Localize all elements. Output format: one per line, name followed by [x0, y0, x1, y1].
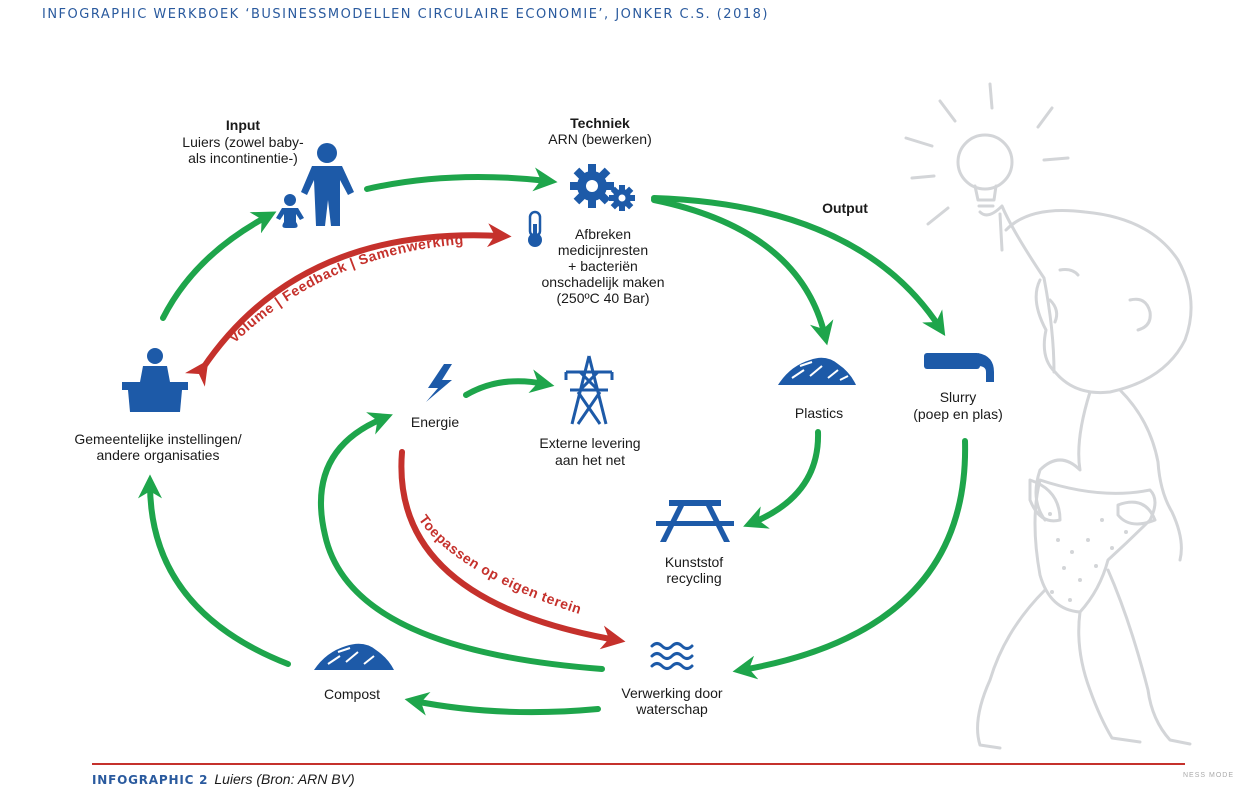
arrow-compost-to-gemeente	[138, 474, 291, 667]
output-title: Output	[822, 200, 868, 216]
techniek-line1: ARN (bewerken)	[548, 131, 651, 147]
input-line1: Luiers (zowel baby-	[182, 134, 304, 150]
pipe-icon	[924, 353, 994, 382]
water-waves-icon	[650, 642, 694, 670]
lightning-icon	[426, 364, 452, 402]
input-title: Input	[226, 117, 261, 133]
energie-label: Energie	[411, 414, 459, 430]
power-tower-icon	[564, 355, 614, 425]
arrow-energie-to-externe	[463, 369, 555, 398]
gear-icon	[570, 164, 635, 211]
arrow-techniek-to-slurry	[651, 195, 946, 337]
footer-divider	[92, 763, 1185, 765]
externe-line1: Externe levering	[539, 435, 640, 451]
arrow-gemeente-to-input	[160, 211, 277, 321]
corner-stamp: NESS MODE	[1183, 772, 1235, 779]
kunststof-line2: recycling	[666, 570, 721, 586]
feedback-label: Volume | Feedback | Samenwerking	[226, 231, 464, 346]
gemeente-line2: andere organisaties	[97, 447, 220, 463]
arrow-verwerking-to-energie	[318, 412, 605, 672]
picnic-table-icon	[656, 500, 734, 542]
afbreken-line2: medicijnresten	[558, 242, 648, 258]
arrow-verwerking-to-compost	[404, 692, 601, 716]
baby-sketch-illustration	[904, 82, 1193, 750]
footer-number: INFOGRAPHIC 2	[92, 773, 209, 787]
person-icon	[301, 143, 354, 226]
arrow-input-to-techniek	[364, 167, 558, 192]
afbreken-line3: + bacteriën	[568, 258, 638, 274]
techniek-title: Techniek	[570, 115, 630, 131]
footer-caption: INFOGRAPHIC 2 Luiers (Bron: ARN BV)	[92, 771, 355, 787]
arrow-slurry-to-verwerking	[732, 438, 969, 680]
arrow-techniek-to-plastics	[651, 197, 834, 346]
podium-person-icon	[122, 348, 188, 412]
plastics-label: Plastics	[795, 405, 843, 421]
footer-text: Luiers (Bron: ARN BV)	[214, 771, 355, 787]
compost-label: Compost	[324, 686, 380, 702]
slurry-line1: Slurry	[940, 389, 977, 405]
afbreken-line4: onschadelijk maken	[542, 274, 665, 290]
input-line2: als incontinentie-)	[188, 150, 298, 166]
verwerking-line1: Verwerking door	[621, 685, 723, 701]
gemeente-line1: Gemeentelijke instellingen/	[74, 431, 241, 447]
slurry-line2: (poep en plas)	[913, 406, 1003, 422]
thermometer-icon	[528, 210, 542, 247]
compost-pile-icon	[314, 643, 394, 670]
externe-line2: aan het net	[555, 452, 625, 468]
svg-text:Volume | Feedback | Samenwerki: Volume | Feedback | Samenwerking	[226, 231, 465, 346]
arrow-plastics-to-kunststof	[743, 429, 822, 529]
header-title: INFOGRAPHIC WERKBOEK ‘BUSINESSMODELLEN C…	[42, 7, 769, 22]
red-arrow-toepassen	[398, 449, 626, 650]
verwerking-line2: waterschap	[635, 701, 708, 717]
afbreken-line1: Afbreken	[575, 226, 631, 242]
baby-icon	[276, 194, 304, 228]
red-arrow-feedback	[184, 223, 512, 387]
diaper-dots	[1048, 512, 1128, 602]
plastic-pile-icon	[778, 357, 856, 385]
kunststof-line1: Kunststof	[665, 554, 723, 570]
afbreken-line5: (250ºC 40 Bar)	[556, 290, 649, 306]
